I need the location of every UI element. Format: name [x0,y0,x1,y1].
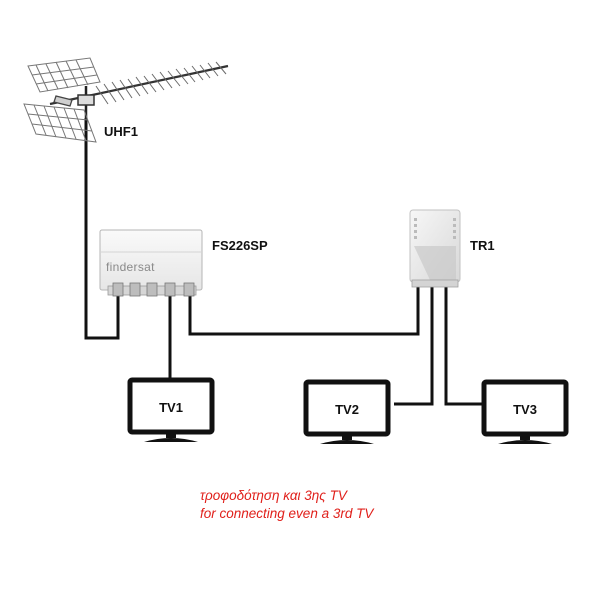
tv1-label: TV1 [159,400,183,415]
splitter-box-icon [409,209,461,288]
cable-splitter-to-tv3 [444,286,484,406]
caption-greek: τροφοδότηση και 3ης TV [200,488,349,503]
cable-splitter-to-tv2 [394,286,434,406]
tv2-label: TV2 [335,402,359,417]
amplifier-brand-text: findersat [106,260,155,274]
tv2-icon [303,379,391,444]
amplifier-label: FS226SP [212,238,268,253]
splitter-label: TR1 [470,238,495,253]
amplifier-box-icon [99,229,203,297]
caption-english: for connecting even a 3rd TV [200,506,375,521]
cables [84,118,484,406]
tv3-label: TV3 [513,402,537,417]
tv1-icon [127,377,215,442]
tv3-icon [481,379,569,444]
antenna-label: UHF1 [104,124,138,139]
cable-antenna-to-amplifier [84,118,120,340]
uhf-antenna-icon [23,57,229,143]
cable-amplifier-to-splitter [188,286,420,336]
